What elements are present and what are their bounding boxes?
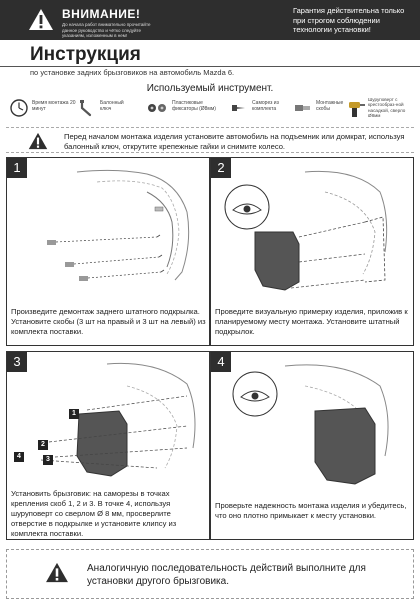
step-number: 4 (211, 352, 231, 372)
notice-box: Перед началом монтажа изделия установите… (6, 127, 414, 153)
step-number: 2 (211, 158, 231, 178)
warning-title: ВНИМАНИЕ! (62, 7, 141, 21)
warning-icon (28, 132, 48, 150)
step-text: Установить брызговик: на саморезы в точк… (11, 489, 177, 538)
tool-item: Балонный ключ (78, 96, 134, 120)
clips-icon (146, 99, 168, 117)
step-panel-1: 1 Произведите демонтаж заднего штатного … (6, 157, 210, 346)
tool-label: Балонный ключ (100, 100, 124, 112)
tool-item: Монтажные скобы (294, 96, 350, 120)
fastener-marker: 1 (69, 409, 79, 419)
footer-notice-text: Аналогичную последовательность действий … (87, 563, 366, 587)
step-number: 3 (7, 352, 27, 372)
warning-banner: ВНИМАНИЕ! До начала работ внимательно пр… (0, 0, 420, 40)
step-4-illustration (232, 364, 389, 485)
tool-label: Время монтажа 20 минут (32, 100, 76, 112)
fastener-marker: 4 (14, 452, 24, 462)
footer-notice: Аналогичную последовательность действий … (6, 549, 414, 599)
step-text: Проверьте надежность монтажа изделия и у… (215, 501, 407, 520)
guarantee-text: Гарантия действительна только при строго… (293, 6, 405, 34)
tool-item: Саморез из комплекта (230, 96, 294, 120)
divider (0, 66, 420, 67)
step-text: Проведите визуальную примерку изделия, п… (215, 307, 408, 336)
step-text: Произведите демонтаж заднего штатного по… (11, 307, 206, 336)
step-panel-2: 2 Проведите визуальную примерку изделия,… (210, 157, 414, 346)
tool-item: Шуруповерт с крестообраз-ной насадкой, с… (346, 96, 416, 120)
wrench-icon (78, 99, 96, 117)
tool-label: Саморез из комплекта (252, 100, 279, 112)
drill-icon (346, 99, 366, 119)
step-3-illustration (40, 362, 196, 477)
warning-icon (45, 562, 69, 583)
clock-icon (10, 99, 28, 117)
step-2-illustration (224, 170, 388, 291)
warning-icon (28, 8, 54, 31)
fastener-marker: 2 (38, 440, 48, 450)
tool-label: Пластиковые фиксаторы (Ø8мм) (172, 100, 216, 112)
page-title: Инструкция (30, 44, 141, 65)
step-1-illustration (47, 169, 190, 281)
tool-label: Монтажные скобы (316, 100, 344, 112)
brackets-icon (294, 99, 312, 117)
page-subtitle: по установке задних брызговиков на автом… (30, 68, 235, 77)
notice-text: Перед началом монтажа изделия установите… (64, 132, 405, 151)
step-panel-4: 4 Проверьте надежность монтажа изделия и… (210, 351, 414, 540)
tool-item: Пластиковые фиксаторы (Ø8мм) (146, 96, 226, 120)
tools-heading: Используемый инструмент. (146, 83, 274, 94)
fastener-marker: 3 (43, 455, 53, 465)
tool-label: Шуруповерт с крестообраз-ной насадкой, с… (368, 97, 406, 119)
step-panel-3: 3 1 2 3 4 Установить брызговик: на самор… (6, 351, 210, 540)
step-number: 1 (7, 158, 27, 178)
warning-subtitle: До начала работ внимательно прочитайте д… (62, 22, 151, 38)
tool-item: Время монтажа 20 минут (10, 96, 78, 120)
screw-icon (230, 99, 248, 117)
tools-list: Время монтажа 20 минут Балонный ключ Пла… (6, 96, 416, 120)
